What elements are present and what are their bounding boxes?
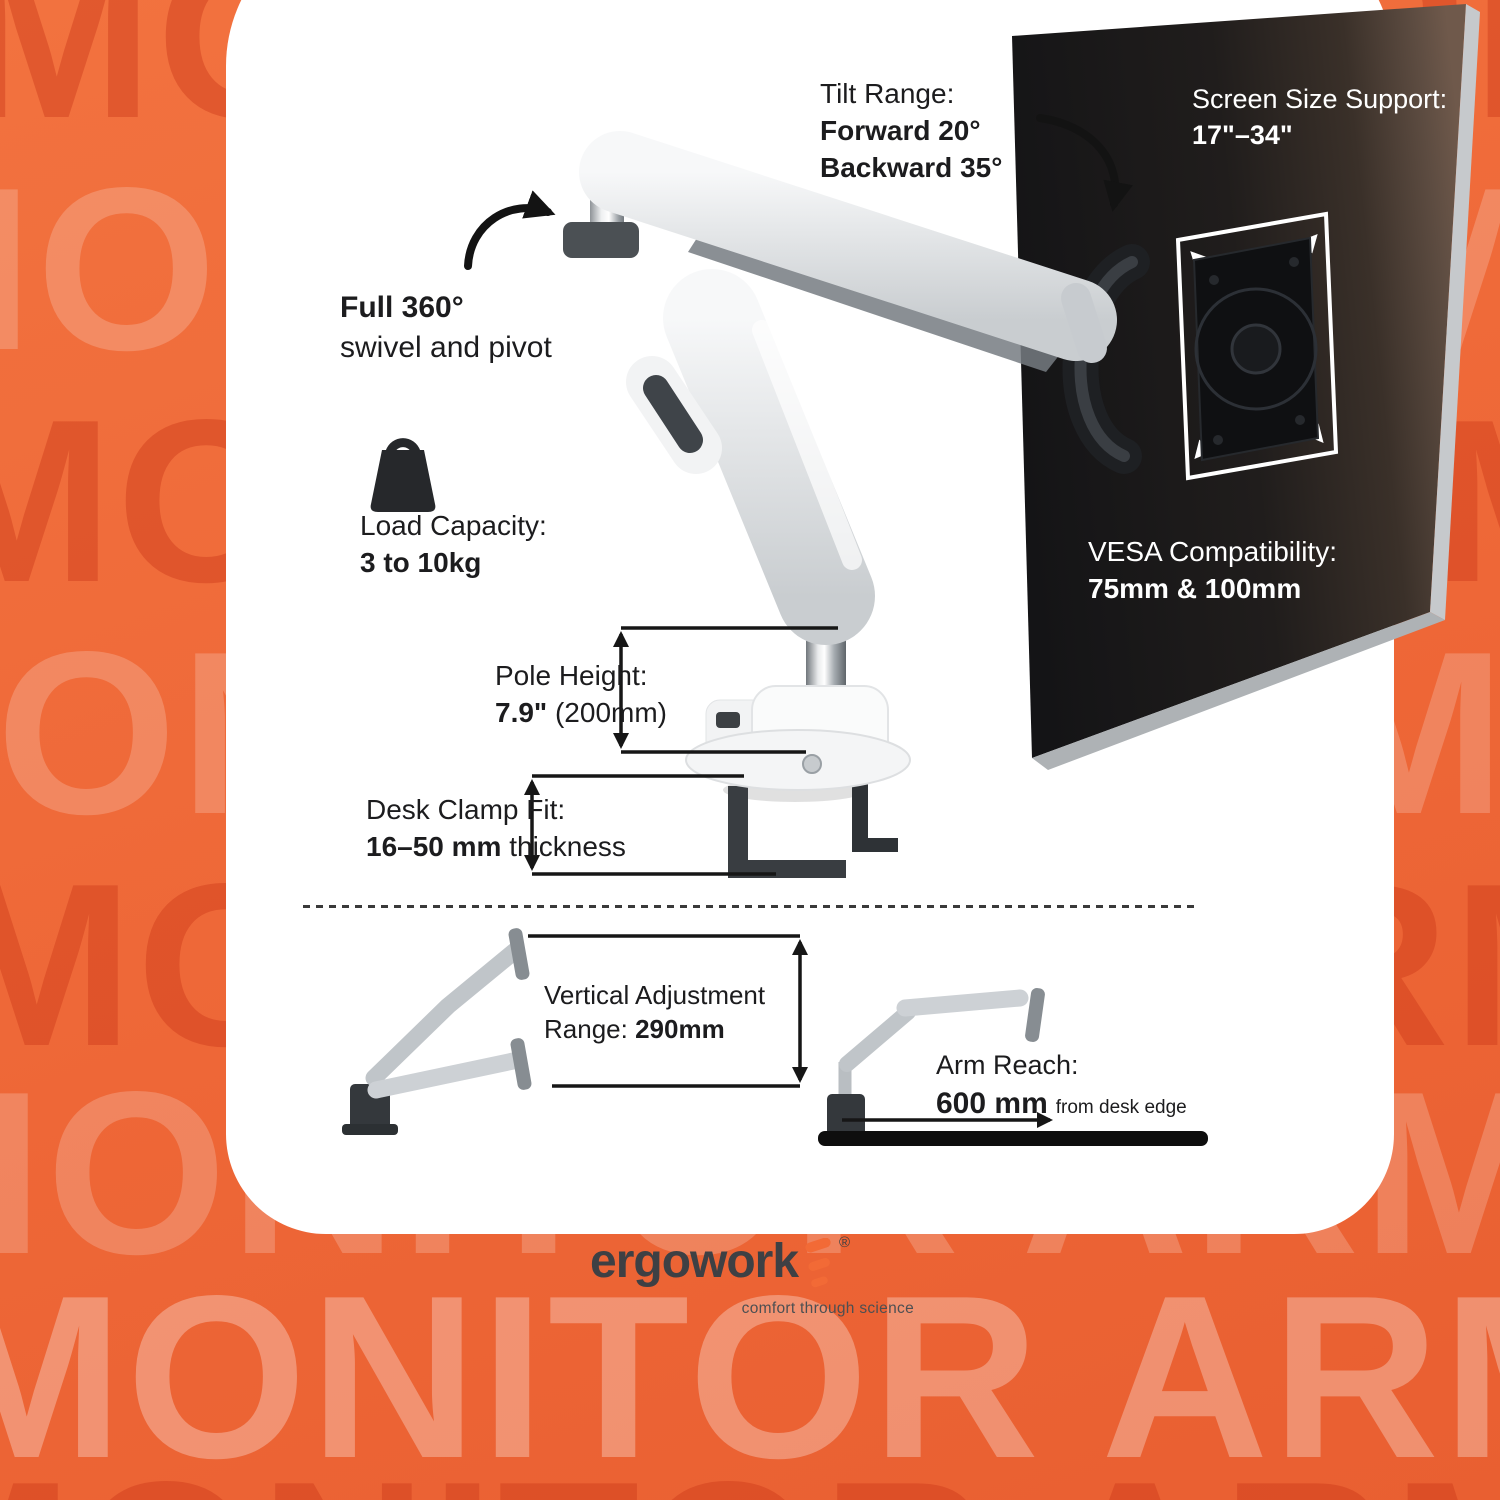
weight-icon <box>370 438 436 512</box>
vesa-outline <box>1175 211 1339 481</box>
vesa-screw <box>1289 257 1299 267</box>
load-capacity-value: 3 to 10kg <box>360 546 482 578</box>
base-screw <box>802 754 822 774</box>
swivel-label: swivel and pivot <box>340 330 552 364</box>
desk-clamp-label: Desk Clamp Fit: <box>366 794 566 825</box>
top-joint-connector <box>563 222 639 258</box>
screen-size-label: Screen Size Support: <box>1192 84 1448 114</box>
tilt-forward-value: Forward 20° <box>820 114 981 146</box>
weight-body <box>370 450 436 512</box>
lower-arm <box>663 269 875 645</box>
vesa-mount <box>1175 211 1339 481</box>
pole-height-unit: (200mm) <box>547 696 667 728</box>
vertical-adjustment-annotation: Vertical Adjustment Range: 290mm <box>544 978 765 1047</box>
vesa-screw <box>1295 415 1305 425</box>
vesa-annotation: VESA Compatibility: 75mm & 100mm <box>1088 534 1337 608</box>
swivel-value: Full 360° <box>340 291 464 324</box>
desk-clamp-dimension <box>524 774 776 876</box>
vesa-plate-hub <box>1230 323 1282 375</box>
background-pattern-row: MONITOR ARM <box>0 1448 1500 1500</box>
tilt-backward-value: Backward 35° <box>820 151 1003 183</box>
vesa-screw <box>1213 435 1223 445</box>
tilt-range-label: Tilt Range: <box>820 78 955 109</box>
mini-clamp <box>827 1094 865 1138</box>
background-pattern-row: MONITOR ARM <box>0 1248 1500 1500</box>
desk-clamp-value: 16–50 mm <box>366 830 502 862</box>
vertical-adjustment-range-label: Range: <box>544 1014 636 1045</box>
vertical-adjustment-label: Vertical Adjustment <box>544 980 766 1010</box>
brand-logo: ergowork ® comfort through science <box>590 1234 920 1318</box>
base-plate <box>685 729 911 791</box>
monitor-arm <box>563 131 1117 878</box>
desk-clamp-annotation: Desk Clamp Fit: 16–50 mm thickness <box>366 792 626 866</box>
swivel-arrow <box>464 190 556 270</box>
registered-mark: ® <box>839 1234 851 1251</box>
vertical-adjustment-diagram <box>342 928 808 1135</box>
desk-surface <box>818 1131 1208 1146</box>
cable-pocket-slot <box>643 375 703 453</box>
clamp-bracket-rear <box>852 776 898 852</box>
mini-mount-upper <box>508 928 530 980</box>
mini-clamp-foot <box>342 1124 398 1135</box>
mini-mount <box>1025 988 1045 1042</box>
pole-height-value: 7.9" <box>495 696 548 728</box>
mini-arm-segment2 <box>896 989 1029 1017</box>
elbow-joint <box>1061 283 1107 363</box>
load-capacity-annotation: Load Capacity: 3 to 10kg <box>360 508 547 582</box>
vesa-screw <box>1209 275 1219 285</box>
screen-size-value: 17"–34" <box>1192 119 1293 150</box>
vertical-adjustment-value: 290mm <box>635 1014 725 1045</box>
tilt-range-annotation: Tilt Range: Forward 20° Backward 35° <box>820 76 1002 187</box>
arm-reach-suffix: from desk edge <box>1055 1096 1187 1118</box>
logo-spine-icon <box>805 1238 831 1288</box>
mini-arm-raised <box>365 941 525 1087</box>
screen-size-annotation: Screen Size Support: 17"–34" <box>1192 82 1447 153</box>
pole-height-annotation: Pole Height: 7.9" (200mm) <box>495 658 667 732</box>
weight-handle <box>385 438 421 454</box>
clamp-bracket-front <box>728 786 846 878</box>
base-port <box>716 712 740 728</box>
monitor-bezel-bottom <box>1032 612 1445 770</box>
load-capacity-label: Load Capacity: <box>360 510 547 541</box>
monitor-bezel-right <box>1430 4 1480 620</box>
brand-name: ergowork <box>590 1235 799 1288</box>
vesa-label: VESA Compatibility: <box>1088 536 1337 567</box>
mini-arm-lowered <box>367 1051 527 1099</box>
arm-reach-value: 600 mm <box>936 1086 1048 1120</box>
pole-height-label: Pole Height: <box>495 660 648 691</box>
vesa-plate-ring <box>1194 287 1318 411</box>
mini-arm-segment1 <box>839 1004 916 1072</box>
arm-reach-annotation: Arm Reach: 600 mm from desk edge <box>936 1048 1187 1123</box>
arm-reach-label: Arm Reach: <box>936 1050 1079 1080</box>
lower-arm-highlight <box>752 320 862 570</box>
vesa-value: 75mm & 100mm <box>1088 572 1302 604</box>
dashed-divider <box>303 905 1196 908</box>
arm-reach-diagram <box>818 988 1208 1146</box>
mini-mount-lower <box>510 1038 532 1090</box>
swivel-annotation: Full 360° swivel and pivot <box>340 288 552 367</box>
upper-arm <box>579 131 1117 361</box>
brand-tagline: comfort through science <box>741 1300 914 1317</box>
desk-clamp-unit: thickness <box>501 830 626 862</box>
tilt-arrow <box>1036 114 1133 212</box>
pole-height-dimension <box>613 626 838 754</box>
